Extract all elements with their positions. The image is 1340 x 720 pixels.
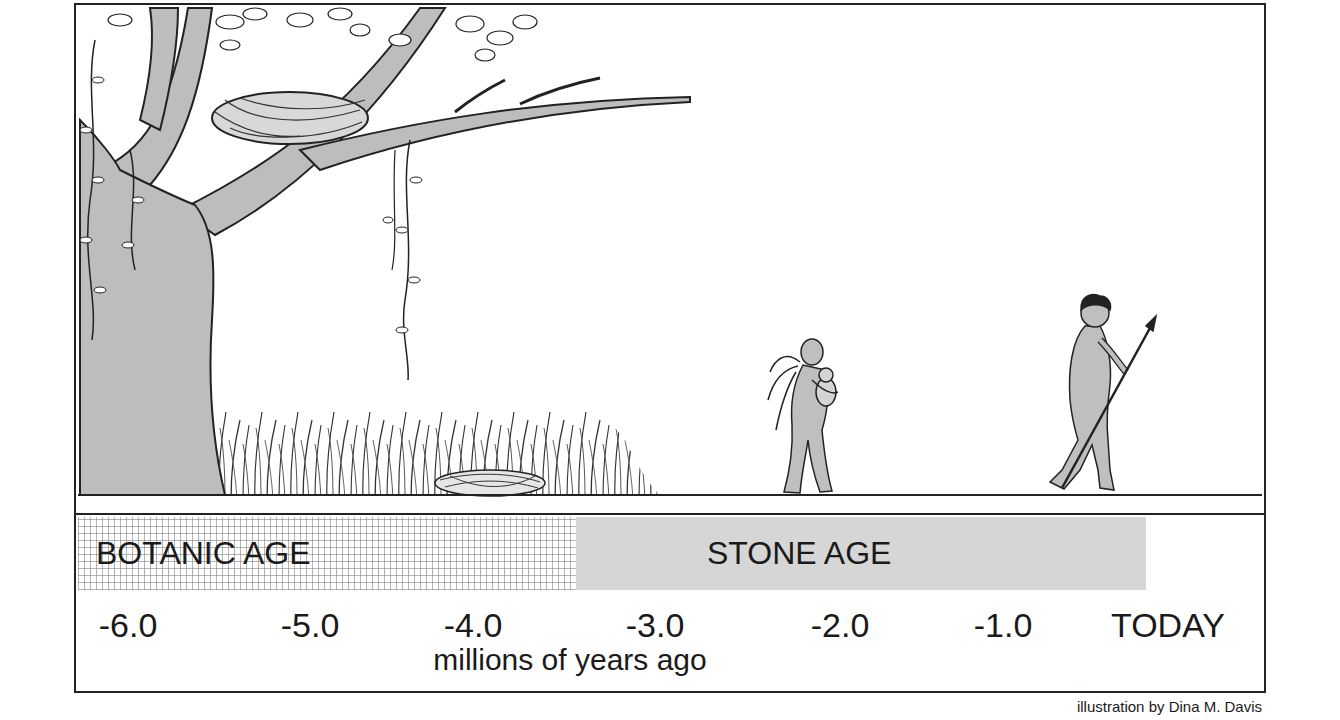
tree xyxy=(80,8,690,495)
axis-tick: -3.0 xyxy=(626,606,685,645)
ground-nest xyxy=(435,470,545,496)
era-band: STONE AGE xyxy=(576,517,1146,590)
axis-title: millions of years ago xyxy=(433,643,706,677)
axis-tick: -4.0 xyxy=(444,606,503,645)
hominin-with-spear xyxy=(1050,295,1156,490)
era-name: STONE AGE xyxy=(707,535,891,572)
axis-tick: TODAY xyxy=(1111,606,1225,645)
divider xyxy=(75,513,1265,515)
axis-tick: -2.0 xyxy=(811,606,870,645)
axis-tick: -6.0 xyxy=(99,606,158,645)
axis-tick: -1.0 xyxy=(974,606,1033,645)
frame xyxy=(75,4,1265,692)
axis-tick: -5.0 xyxy=(281,606,340,645)
credit: illustration by Dina M. Davis xyxy=(1077,698,1262,715)
era-band: BOTANIC AGE xyxy=(78,517,576,590)
ground-line xyxy=(78,494,1262,496)
era-name: BOTANIC AGE xyxy=(96,535,311,572)
hominin-with-infant xyxy=(768,339,838,493)
